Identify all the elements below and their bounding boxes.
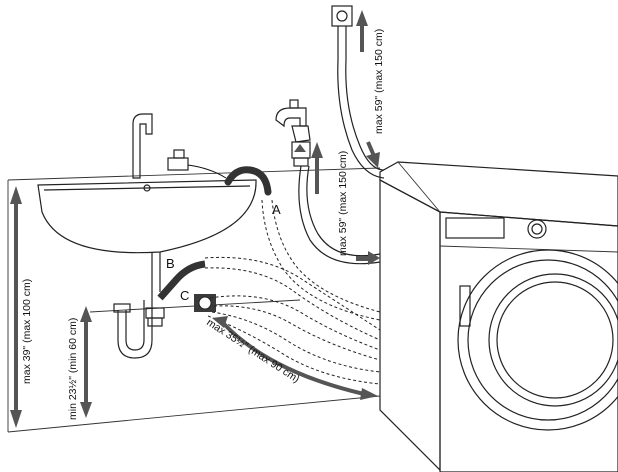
letter-c: C bbox=[180, 288, 189, 303]
wall-socket-arrow bbox=[356, 10, 368, 52]
tap-up-arrow bbox=[294, 144, 306, 152]
siphon-height-arrow bbox=[80, 306, 92, 418]
tap-height-arrow bbox=[311, 142, 323, 194]
drain-hose-basin bbox=[187, 164, 381, 321]
letter-a: A bbox=[272, 202, 281, 217]
washbasin bbox=[37, 113, 257, 359]
floor-distance-arrow bbox=[212, 316, 378, 400]
wall-inlet bbox=[331, 5, 385, 179]
floor-distance-label: max 35½" (max 90 cm) bbox=[204, 316, 301, 385]
letter-b: B bbox=[166, 256, 175, 271]
drain-wall-outlet bbox=[194, 294, 381, 385]
siphon-height-label: min 23½" (min 60 cm) bbox=[67, 318, 79, 420]
dimension-arrows bbox=[10, 10, 380, 428]
left-height-label: max 39" (max 100 cm) bbox=[21, 279, 33, 384]
tap-hose-arrow bbox=[356, 251, 380, 265]
washing-machine bbox=[379, 161, 618, 472]
water-tap bbox=[275, 99, 381, 265]
wall-socket-down-arrow bbox=[366, 141, 380, 168]
wall-socket-height-label: max 59" (max 150 cm) bbox=[373, 29, 385, 134]
drain-hose-siphon bbox=[157, 256, 381, 341]
tap-height-label: max 59" (max 150 cm) bbox=[337, 151, 349, 256]
left-height-arrow bbox=[10, 186, 22, 428]
